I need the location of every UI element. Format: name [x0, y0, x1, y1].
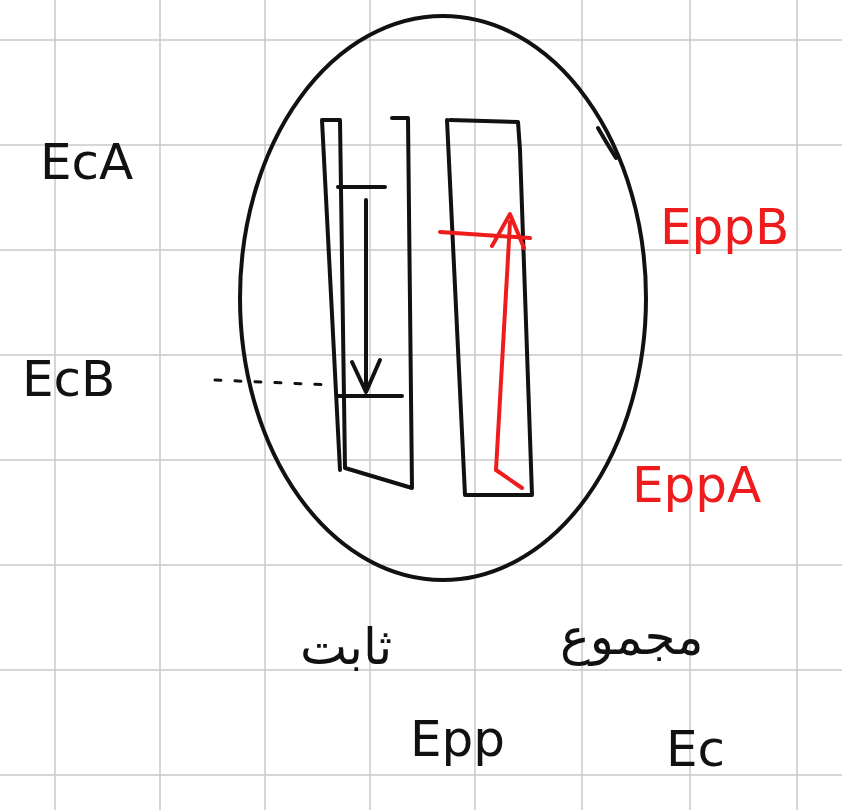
up-arrow	[496, 222, 510, 470]
energy-label: Epp	[410, 712, 505, 767]
energy-label: Ec	[666, 722, 725, 777]
arrow-head	[492, 214, 524, 248]
ellipse-tick	[598, 128, 616, 158]
energy-label: EppB	[660, 200, 789, 255]
arrow-tail	[496, 470, 522, 488]
energy-label: EcB	[22, 352, 115, 407]
arabic-note: ثابت	[300, 620, 392, 675]
system-ellipse	[240, 16, 646, 580]
arrow-head	[352, 360, 380, 392]
energy-label: EppA	[632, 458, 761, 513]
left-bar	[322, 118, 412, 488]
level-line	[338, 185, 385, 189]
level-line	[338, 394, 402, 398]
arabic-note: مجموع	[560, 610, 704, 665]
down-arrow	[364, 200, 368, 390]
dashed-leader	[215, 380, 330, 385]
right-bar	[447, 120, 532, 495]
energy-label: EcA	[40, 135, 133, 190]
